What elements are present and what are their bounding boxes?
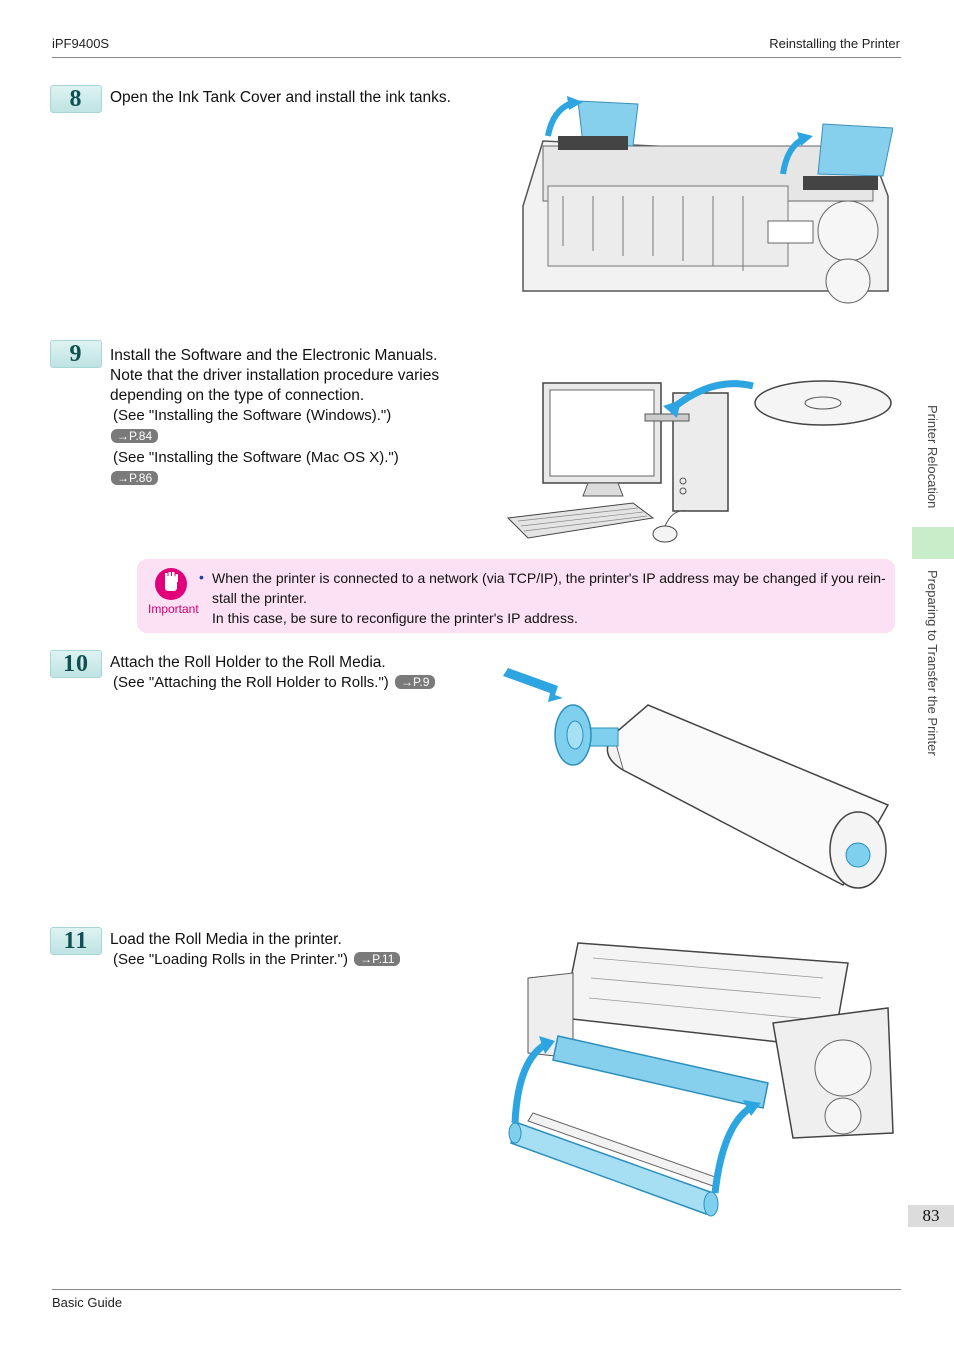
step-10-ref-text[interactable]: (See "Attaching the Roll Holder to Rolls… (113, 674, 389, 691)
important-line-1: When the printer is connected to a netwo… (212, 570, 886, 586)
important-note: Important • When the printer is connecte… (137, 559, 895, 633)
roll-holder-illustration (503, 668, 890, 889)
step-10-ref[interactable]: (See "Attaching the Roll Holder to Rolls… (110, 673, 436, 693)
step-10-line: Attach the Roll Holder to the Roll Media… (110, 654, 386, 671)
step-9-text: Install the Software and the Electronic … (110, 346, 439, 490)
step-11-number: 11 (50, 927, 102, 955)
step-10-number: 10 (50, 650, 102, 678)
load-roll-illustration (508, 942, 894, 1217)
step-8-text: Open the Ink Tank Cover and install the … (110, 88, 451, 108)
step-9-line-2: Note that the driver installation proced… (110, 367, 440, 384)
printer-ink-tank-illustration (522, 96, 893, 304)
computer-software-illustration (506, 380, 892, 543)
step-9-ref-windows[interactable]: (See "Installing the Software (Windows).… (113, 407, 392, 424)
document-model: iPF9400S (52, 36, 110, 51)
step-9-ref-mac-page[interactable]: →P.86 (111, 471, 159, 485)
step-11-ref-page[interactable]: →P.11 (354, 952, 401, 966)
step-8-line: Open the Ink Tank Cover and install the … (110, 89, 451, 106)
sidebar-section: Printer Relocation (925, 405, 940, 509)
step-9-number: 9 (50, 340, 102, 368)
step-9-line-3: depending on the type of connection. (110, 387, 365, 404)
step-10-text: Attach the Roll Holder to the Roll Media… (110, 653, 436, 693)
important-text: When the printer is connected to a netwo… (212, 568, 892, 628)
page-number: 83 (908, 1205, 954, 1227)
step-11-line: Load the Roll Media in the printer. (110, 931, 342, 948)
footer-text: Basic Guide (52, 1295, 123, 1310)
important-label: Important (148, 602, 199, 616)
important-line-3: In this case, be sure to reconfigure the… (212, 610, 578, 626)
step-9-ref-windows-page[interactable]: →P.84 (111, 429, 159, 443)
document-section-title: Reinstalling the Printer (769, 36, 900, 51)
sidebar-subsection: Preparing to Transfer the Printer (925, 570, 940, 756)
step-11-ref[interactable]: (See "Loading Rolls in the Printer.") →P… (110, 950, 401, 970)
step-11-text: Load the Roll Media in the printer. (See… (110, 930, 401, 970)
important-line-2: stall the printer. (212, 590, 307, 606)
step-9-line-1: Install the Software and the Electronic … (110, 347, 438, 364)
bullet-icon: • (199, 569, 204, 585)
step-11-ref-text[interactable]: (See "Loading Rolls in the Printer.") (113, 951, 348, 968)
step-8-number: 8 (50, 85, 102, 113)
sidebar-tab (912, 527, 954, 559)
hand-stop-icon (155, 568, 187, 600)
footer-rule (52, 1289, 901, 1290)
step-9-ref-mac[interactable]: (See "Installing the Software (Mac OS X)… (113, 449, 399, 466)
step-10-ref-page[interactable]: →P.9 (394, 675, 436, 689)
header-rule (52, 57, 901, 58)
